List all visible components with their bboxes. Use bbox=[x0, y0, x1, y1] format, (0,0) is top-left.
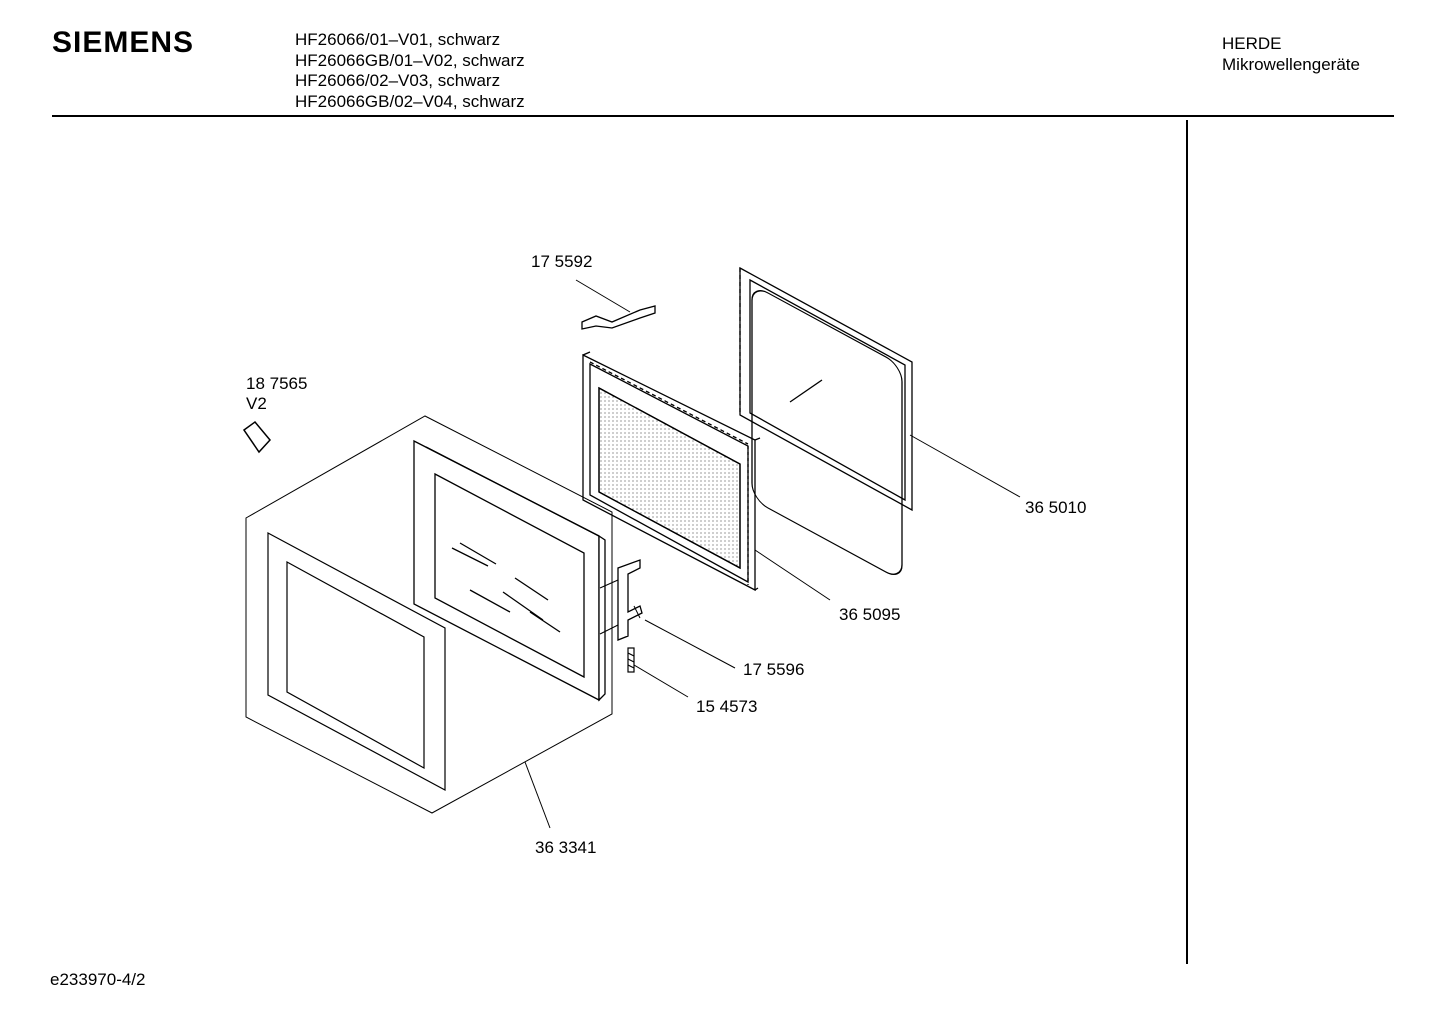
part-number-label: 36 3341 bbox=[535, 838, 596, 857]
part-number-label: 15 4573 bbox=[696, 697, 757, 716]
brand-logo: SIEMENS bbox=[52, 26, 195, 59]
model-line: HF26066GB/02–V04, schwarz bbox=[295, 91, 525, 111]
model-line: HF26066/01–V01, schwarz bbox=[295, 30, 501, 49]
model-line: HF26066/02–V03, schwarz bbox=[295, 71, 501, 90]
sidebar-divider bbox=[1186, 120, 1188, 964]
door-seal-part bbox=[739, 266, 913, 576]
label-plate-part bbox=[242, 420, 271, 454]
spring-part bbox=[627, 647, 635, 673]
category-line: HERDE bbox=[1222, 34, 1282, 53]
model-line: HF26066GB/01–V02, schwarz bbox=[295, 50, 525, 70]
drawing-page: -4/2 bbox=[116, 970, 146, 989]
part-number-label: 18 7565 bbox=[246, 374, 307, 393]
drawing-code: e233970 bbox=[50, 970, 117, 989]
part-number-label: 36 5010 bbox=[1025, 498, 1086, 517]
model-list: HF26066/01–V01, schwarz HF26066GB/01–V02… bbox=[295, 30, 525, 112]
category-block: HERDE Mikrowellengeräte bbox=[1222, 34, 1360, 75]
bracket-part bbox=[581, 305, 656, 330]
hinge-part bbox=[617, 559, 643, 641]
part-number-label: 17 5592 bbox=[531, 252, 592, 271]
header-divider bbox=[52, 115, 1394, 117]
part-number-label: 36 5095 bbox=[839, 605, 900, 624]
part-number-label: 17 5596 bbox=[743, 660, 804, 679]
door-panel-part bbox=[413, 439, 606, 702]
part-variant-label: V2 bbox=[246, 394, 267, 413]
leader-lines bbox=[524, 279, 1021, 829]
inner-door-part bbox=[582, 351, 761, 592]
drawing-reference: e233970-4/2 bbox=[50, 970, 145, 990]
category-line: Mikrowellengeräte bbox=[1222, 54, 1360, 74]
door-frame-part bbox=[245, 415, 613, 814]
